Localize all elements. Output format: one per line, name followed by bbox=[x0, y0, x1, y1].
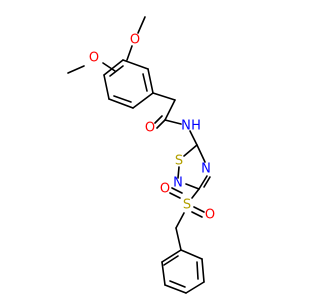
bond-s-o-right-1 bbox=[193, 206, 205, 213]
atom-nitrogen-ring-bottom: N bbox=[173, 176, 183, 191]
molecule-diagram: O O O N H S N N S O O bbox=[67, 16, 216, 294]
bond-s-ch2 bbox=[175, 212, 185, 229]
bond-ch3-left bbox=[67, 65, 85, 74]
ring1-bond-4-inner bbox=[113, 95, 132, 103]
atom-sulfur-sulfonyl: S bbox=[183, 198, 191, 213]
bond-s-o-left-1 bbox=[169, 192, 181, 199]
ring3-bond-1 bbox=[161, 249, 182, 263]
atom-oxygen-methoxy-top: O bbox=[130, 33, 140, 48]
ring1-bond-2 bbox=[147, 68, 154, 94]
ring1-bond-1 bbox=[122, 59, 149, 70]
ring2-bond-c3-n bbox=[198, 175, 208, 190]
ring1-bond-6-inner bbox=[109, 65, 124, 77]
bond-ch3-top bbox=[137, 16, 146, 34]
ring2-bond-c5-s bbox=[183, 144, 198, 157]
atom-oxygen-sulfonyl-right: O bbox=[205, 208, 215, 223]
ring3-bond-3-inner bbox=[169, 280, 186, 288]
bond-c3-sulfonyl-s bbox=[191, 188, 200, 199]
bond-ring-ch2 bbox=[152, 92, 176, 101]
ring1-bond-2-inner bbox=[142, 73, 148, 92]
ring1-bond-5 bbox=[103, 74, 110, 100]
atom-nitrogen-ring-top: N bbox=[201, 162, 211, 177]
ring1-bond-4 bbox=[108, 98, 134, 109]
bond-ch2-ring3 bbox=[175, 227, 182, 251]
bond-s-o-left-2 bbox=[171, 187, 183, 194]
ring3-bond-1-inner bbox=[163, 255, 179, 266]
molecule-structure: O O O N H S N N S O O bbox=[67, 16, 215, 294]
bonds bbox=[67, 16, 211, 294]
ring3-bond-4 bbox=[185, 281, 205, 294]
ring3-bond-6 bbox=[180, 249, 203, 260]
bond-carbonyl-o-2 bbox=[154, 115, 163, 124]
bond-n-ring-c bbox=[189, 130, 198, 146]
ring2-bond-n-c3 bbox=[185, 183, 200, 190]
atom-labels: O O O N H S N N S O O bbox=[89, 33, 215, 223]
ring1-bond-6 bbox=[103, 59, 124, 76]
bond-carbonyl-o-1 bbox=[156, 119, 166, 129]
bond-o-left-ring bbox=[102, 62, 116, 72]
atom-hydrogen-amide: H bbox=[191, 119, 201, 134]
atom-oxygen-carbonyl: O bbox=[145, 121, 155, 136]
bond-o-top-ring bbox=[126, 45, 133, 61]
ring3-bond-3 bbox=[164, 284, 187, 294]
ring3-bond-5 bbox=[201, 258, 205, 283]
ring2-bond-n-c5 bbox=[196, 144, 206, 163]
bond-s-o-right-2 bbox=[191, 211, 203, 218]
atom-oxygen-methoxy-left: O bbox=[89, 51, 99, 66]
atom-nitrogen-amide: N bbox=[181, 119, 191, 134]
atom-sulfur-ring: S bbox=[175, 154, 183, 169]
ring3-bond-5-inner bbox=[196, 261, 199, 280]
ring3-bond-2 bbox=[161, 261, 166, 286]
ring2-bond-c3-n-inner bbox=[203, 176, 211, 188]
ring2-bond-s-n bbox=[177, 166, 180, 179]
bond-ch2-carbonyl bbox=[164, 99, 176, 121]
bond-carbonyl-n bbox=[164, 119, 182, 125]
ring1-bond-3 bbox=[132, 92, 154, 109]
atom-oxygen-sulfonyl-left: O bbox=[160, 182, 170, 197]
